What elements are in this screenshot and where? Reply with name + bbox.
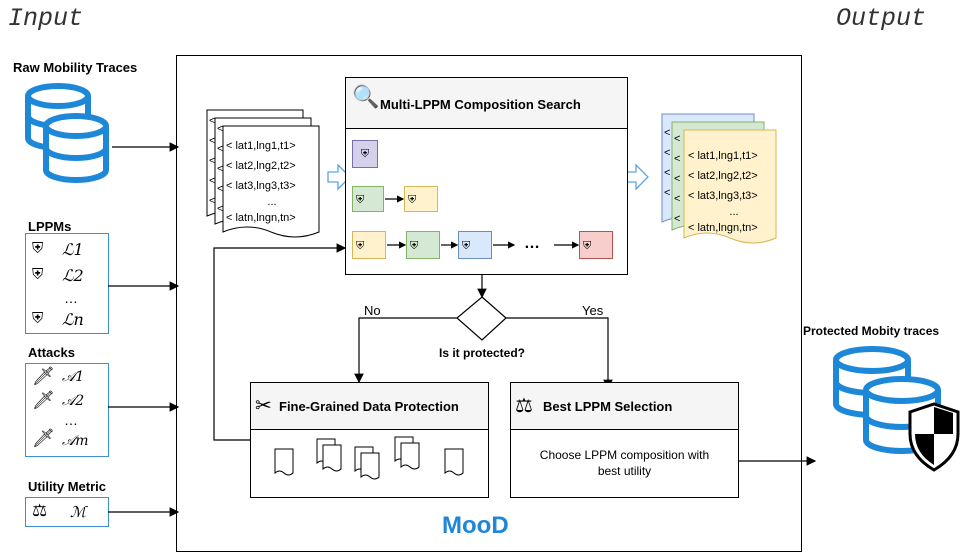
lppms-box: ⛨ ℒ1 ⛨ ℒ2 … ⛨ ℒn [25,233,109,334]
svg-text:<: < [217,183,223,195]
lppm-block-green: ⛨ [352,186,384,212]
trace-row: < latn,lngn,tn> [226,212,296,224]
attack-item-2: 𝒜2 [62,393,85,409]
mood-frame [176,55,802,552]
shield-icon: ⛨ [32,240,44,257]
decision-diamond [456,296,507,341]
fine-grained-header [251,383,488,430]
svg-text:<: < [217,203,223,215]
composition-search-panel: 🔍 Multi-LPPM Composition Search ⛨ ⛨ ⛨ ⛨ … [345,77,628,275]
hollow-arrow-out [625,163,649,191]
chain-ellipsis: … [524,235,540,252]
composition-search-header [346,78,627,129]
lppm-block-yellow: ⛨ [404,186,438,212]
attack-item-m: 𝒜m [62,433,89,449]
best-selection-title: Best LPPM Selection [543,399,673,414]
trace-row: < lat3,lng3,t3> [688,190,758,202]
attacks-title: Attacks [28,345,75,360]
output-trace-documents: < < < < < < < < < [661,113,777,244]
output-trace-rows: < lat1,lng1,t1> < lat2,lng2,t2> < lat3,l… [688,146,780,238]
trace-row: < lat2,lng2,t2> [688,170,758,182]
best-selection-panel: ⚖ Best LPPM Selection Choose LPPM compos… [510,382,739,498]
best-selection-header [511,383,738,430]
sword-icon: 🗡 [32,428,55,448]
svg-text:<: < [664,147,670,159]
trace-row: < lat3,lng3,t3> [226,180,296,192]
hollow-arrow-in [327,163,351,191]
attacks-box: 🗡 𝒜1 🗡 𝒜2 … 🗡 𝒜m [25,363,109,457]
trace-row: ... [729,206,739,218]
trace-row: < lat2,lng2,t2> [226,160,296,172]
arrow-yes-branch [506,317,613,390]
svg-text:<: < [674,153,680,165]
lppm-item-n: ℒn [62,310,84,329]
best-desc-line: best utility [597,464,652,478]
svg-text:<: < [209,135,215,147]
arrow-feedback-loop [213,243,347,441]
lppm-block-purple: ⛨ [352,140,378,168]
input-trace-documents: <<<<< <<<<< [206,109,320,238]
best-selection-description: Choose LPPM composition with best utilit… [511,447,738,479]
fine-grained-title: Fine-Grained Data Protection [279,399,459,414]
no-label: No [364,303,381,318]
attack-item-1: 𝒜1 [62,369,85,385]
shield-icon: ⛨ [32,310,44,327]
svg-text:<: < [209,175,215,187]
input-header: Input [8,4,84,33]
trace-row: < latn,lngn,tn> [688,222,758,234]
decision-label: Is it protected? [439,346,526,360]
chain-arrows [385,195,580,249]
output-header: Output [836,4,927,33]
svg-text:<: < [674,173,680,185]
input-trace-rows: < lat1,lng1,t1> < lat2,lng2,t2> < lat3,l… [226,136,318,228]
shield-icon: ⛨ [32,266,44,283]
utility-symbol: ℳ [70,503,87,521]
fine-grained-panel: ✂ Fine-Grained Data Protection [250,382,489,498]
utility-box: ⚖ ℳ [25,497,109,527]
protected-traces-label: Protected Mobity traces [803,324,940,338]
yes-label: Yes [582,303,604,318]
svg-text:<: < [674,213,680,225]
svg-text:<: < [209,195,215,207]
svg-text:<: < [209,115,215,127]
scale-icon: ⚖ [515,395,533,417]
trace-row: ... [267,196,277,208]
sword-icon: 🗡 [32,390,55,410]
svg-text:<: < [209,155,215,167]
protected-database-icon [833,346,960,472]
magnifier-icon: 🔍 [352,84,380,109]
attack-ellipsis: … [64,412,78,428]
svg-text:<: < [217,143,223,155]
lppm-block-blue: ⛨ [458,231,492,259]
mood-label: MooD [442,512,509,539]
lppm-item-2: ℒ2 [62,266,84,285]
lppm-ellipsis: … [64,290,78,306]
scale-icon: ⚖ [32,501,48,520]
lppm-block-green: ⛨ [406,231,440,259]
shield-icon [908,402,960,472]
composition-search-title: Multi-LPPM Composition Search [380,97,581,112]
svg-text:<: < [217,163,223,175]
lppm-item-1: ℒ1 [62,240,84,259]
arrow-no-branch [354,317,457,384]
trace-row: < lat1,lng1,t1> [226,140,296,152]
lppm-block-yellow: ⛨ [352,231,386,259]
lppms-title: LPPMs [28,219,72,234]
database-icon [25,83,109,183]
trace-row: < lat1,lng1,t1> [688,150,758,162]
svg-text:<: < [664,167,670,179]
svg-text:<: < [217,123,223,135]
utility-title: Utility Metric [28,479,107,494]
svg-text:<: < [674,193,680,205]
best-desc-line: Choose LPPM composition with [539,448,710,462]
lppm-block-red: ⛨ [579,231,613,259]
svg-text:<: < [664,127,670,139]
raw-traces-label: Raw Mobility Traces [13,60,138,75]
scissors-icon: ✂ [255,395,272,417]
fragment-documents [274,436,464,480]
svg-text:<: < [664,187,670,199]
sword-icon: 🗡 [32,366,55,386]
svg-text:<: < [674,133,680,145]
